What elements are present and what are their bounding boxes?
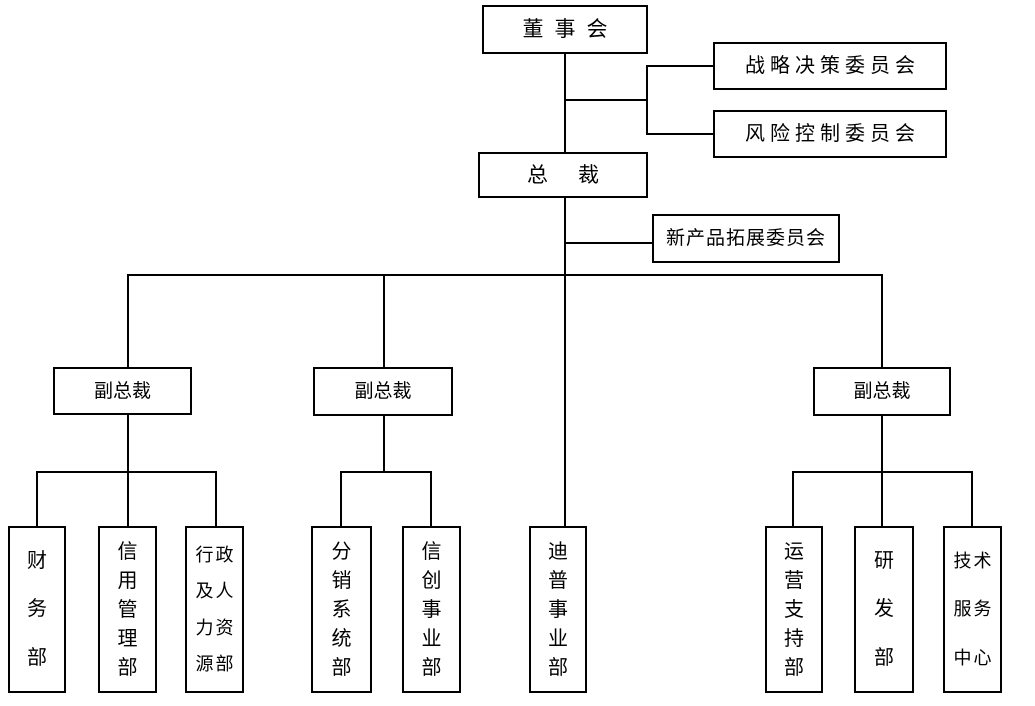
connector-drop-rd (881, 471, 883, 527)
node-credit-mgmt-dept: 信用管理部 (98, 526, 157, 693)
connector-drop-ops-support (792, 471, 794, 527)
node-dipu-div: 迪普事业部 (529, 526, 587, 693)
connector-drop-vp-right (881, 274, 883, 367)
node-board: 董事会 (482, 5, 648, 54)
connector-strategy-committee (646, 65, 713, 67)
connector-vp-left-stem (127, 415, 129, 473)
connector-drop-distribution (340, 471, 342, 527)
connector-drop-xinchuang (430, 471, 432, 527)
connector-left-bracket (36, 471, 217, 473)
node-xinchuang-div: 信创事业部 (402, 526, 461, 693)
node-vp-right: 副总裁 (813, 367, 951, 416)
connector-middle-bracket (340, 471, 432, 473)
connector-risk-committee (646, 133, 713, 135)
node-distribution-sys-dept: 分销系统部 (311, 526, 372, 693)
connector-drop-vp-left (127, 274, 129, 367)
node-finance-dept: 财务部 (8, 526, 66, 693)
node-rd-dept: 研发部 (854, 526, 914, 693)
node-risk-committee: 风险控制委员会 (713, 110, 947, 158)
connector-stub-committees (564, 99, 648, 101)
connector-drop-vp-middle (383, 274, 385, 367)
node-president: 总裁 (478, 152, 648, 198)
node-tech-service-center: 技术服务中心 (943, 526, 1002, 693)
node-vp-middle: 副总裁 (313, 367, 453, 416)
connector-drop-finance (36, 471, 38, 527)
connector-drop-credit (127, 471, 129, 527)
connector-drop-admin-hr (215, 471, 217, 527)
connector-vp-middle-stem (383, 416, 385, 473)
connector-new-product-committee (564, 242, 652, 244)
node-ops-support-dept: 运营支持部 (765, 526, 823, 693)
connector-main-horizontal (127, 274, 883, 276)
node-strategy-committee: 战略决策委员会 (713, 42, 947, 90)
connector-president-dipu-spine (564, 198, 566, 526)
node-new-product-committee: 新产品拓展委员会 (652, 214, 840, 263)
connector-drop-tech-service (971, 471, 973, 527)
connector-board-president (564, 54, 566, 152)
node-admin-hr-dept: 行政及人力资源部 (185, 526, 244, 693)
connector-vp-right-stem (881, 416, 883, 473)
connector-committee-bracket (646, 65, 648, 135)
node-vp-left: 副总裁 (53, 367, 192, 415)
